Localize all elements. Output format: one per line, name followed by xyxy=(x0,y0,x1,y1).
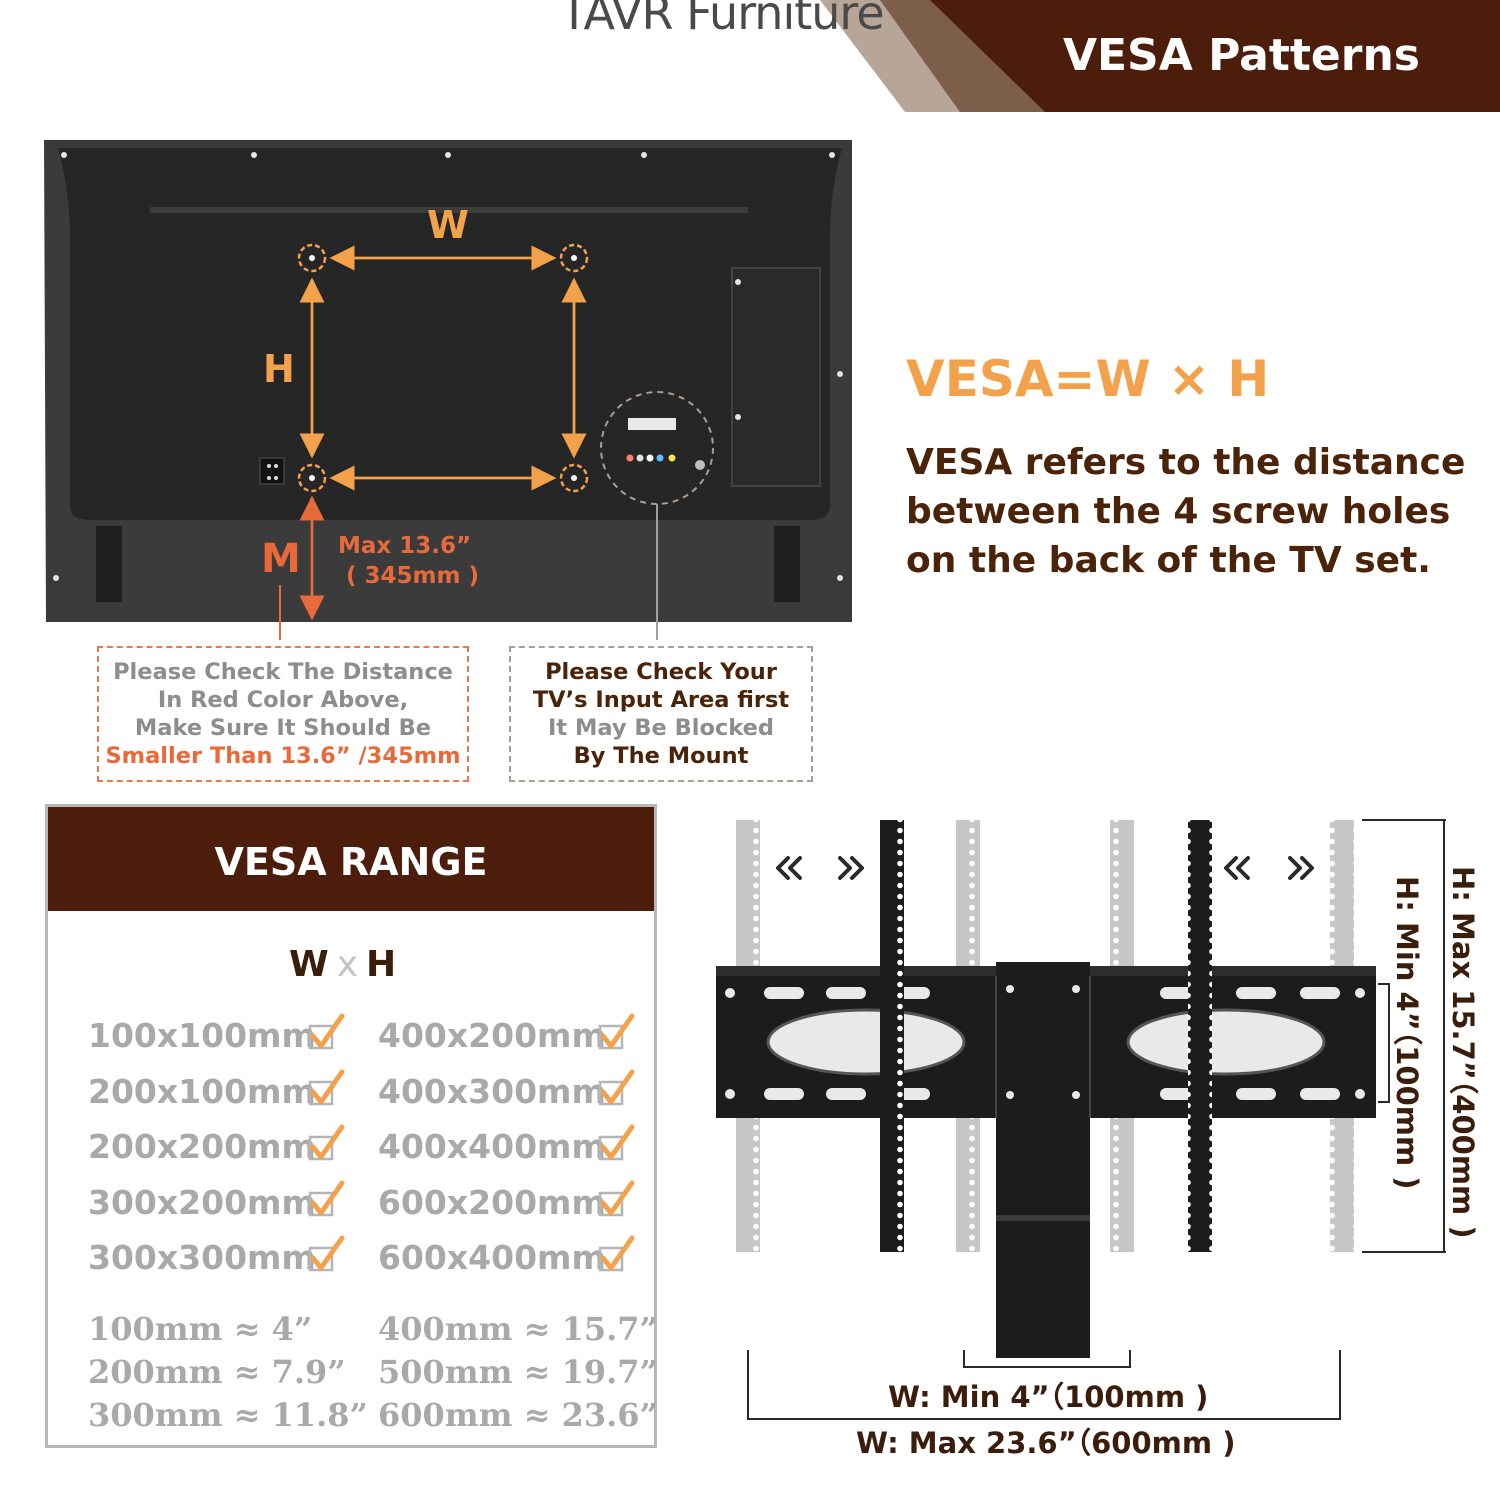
input-note-line2: TV’s Input Area first xyxy=(532,687,790,713)
checkbox-checked-icon xyxy=(598,1013,635,1050)
vesa-size-item: 100x100mm xyxy=(88,1016,316,1055)
conversion-item: 600mm ≈ 23.6” xyxy=(378,1396,658,1434)
wxh-header-w: W xyxy=(289,944,329,985)
vesa-size-item: 300x200mm xyxy=(88,1183,316,1222)
conversion-item: 200mm ≈ 7.9” xyxy=(88,1353,346,1391)
vesa-size-item: 400x200mm xyxy=(378,1016,606,1055)
vesa-size-item: 200x200mm xyxy=(88,1127,316,1166)
h-dimension-label: H xyxy=(263,347,295,391)
max-distance-mm: ( 345mm ) xyxy=(346,563,479,589)
distance-note-line1: Please Check The Distance xyxy=(113,659,453,685)
input-area-note: Please Check Your TV’s Input Area first … xyxy=(509,646,813,782)
brand-logo-text: TAVR Furniture xyxy=(560,0,885,40)
banner-title: VESA Patterns xyxy=(1062,30,1420,81)
vesa-size-item: 300x300mm xyxy=(88,1238,316,1277)
h-min-label: H: Min 4”（100mm ) xyxy=(1390,876,1424,1190)
conversion-item: 300mm ≈ 11.8” xyxy=(88,1396,368,1434)
wxh-header-h: H xyxy=(366,944,397,985)
checkbox-checked-icon xyxy=(308,1235,345,1272)
checkbox-checked-icon xyxy=(308,1013,345,1050)
conversion-item: 100mm ≈ 4” xyxy=(88,1310,313,1348)
wxh-header-x: x xyxy=(336,944,359,985)
vesa-size-item: 400x300mm xyxy=(378,1072,606,1111)
vesa-size-item: 200x100mm xyxy=(88,1072,316,1111)
checkbox-checked-icon xyxy=(598,1069,635,1106)
input-note-line1: Please Check Your xyxy=(545,659,777,685)
distance-note-line2: In Red Color Above, xyxy=(157,687,409,713)
conversion-item: 400mm ≈ 15.7” xyxy=(378,1310,658,1348)
checkbox-checked-icon xyxy=(598,1124,635,1161)
input-note-line3: It May Be Blocked xyxy=(548,715,774,741)
checkbox-checked-icon xyxy=(308,1069,345,1106)
checkbox-checked-icon xyxy=(308,1124,345,1161)
w-max-label: W: Max 23.6”（600mm ) xyxy=(856,1426,1236,1460)
mount-bracket-diagram xyxy=(716,819,1446,1420)
header-banner xyxy=(820,0,1500,112)
vesa-range-panel: VESA RANGE xyxy=(45,804,657,1448)
checkbox-checked-icon xyxy=(308,1180,345,1217)
conversion-item: 500mm ≈ 19.7” xyxy=(378,1353,658,1391)
input-note-line4: By The Mount xyxy=(573,743,749,769)
max-distance-label: Max 13.6” xyxy=(338,533,472,559)
checkbox-icons xyxy=(308,1013,635,1272)
vesa-range-title: VESA RANGE xyxy=(48,807,654,911)
vesa-size-item: 400x400mm xyxy=(378,1127,606,1166)
vesa-size-item: 600x200mm xyxy=(378,1183,606,1222)
distance-note: Please Check The Distance In Red Color A… xyxy=(97,646,469,782)
vesa-description: VESA refers to the distance between the … xyxy=(906,442,1466,581)
vesa-size-item: 600x400mm xyxy=(378,1238,606,1277)
w-min-label: W: Min 4”（100mm ) xyxy=(888,1380,1209,1414)
vesa-formula: VESA=W × H xyxy=(906,350,1270,408)
tv-back-diagram xyxy=(44,140,852,640)
checkbox-checked-icon xyxy=(598,1180,635,1217)
distance-note-line4: Smaller Than 13.6” /345mm xyxy=(105,743,461,769)
h-max-label: H: Max 15.7”（400mm ) xyxy=(1446,866,1480,1239)
m-dimension-label: M xyxy=(261,536,301,582)
w-dimension-label: W xyxy=(427,203,469,247)
checkbox-checked-icon xyxy=(598,1235,635,1272)
distance-note-line3: Make Sure It Should Be xyxy=(134,715,432,741)
